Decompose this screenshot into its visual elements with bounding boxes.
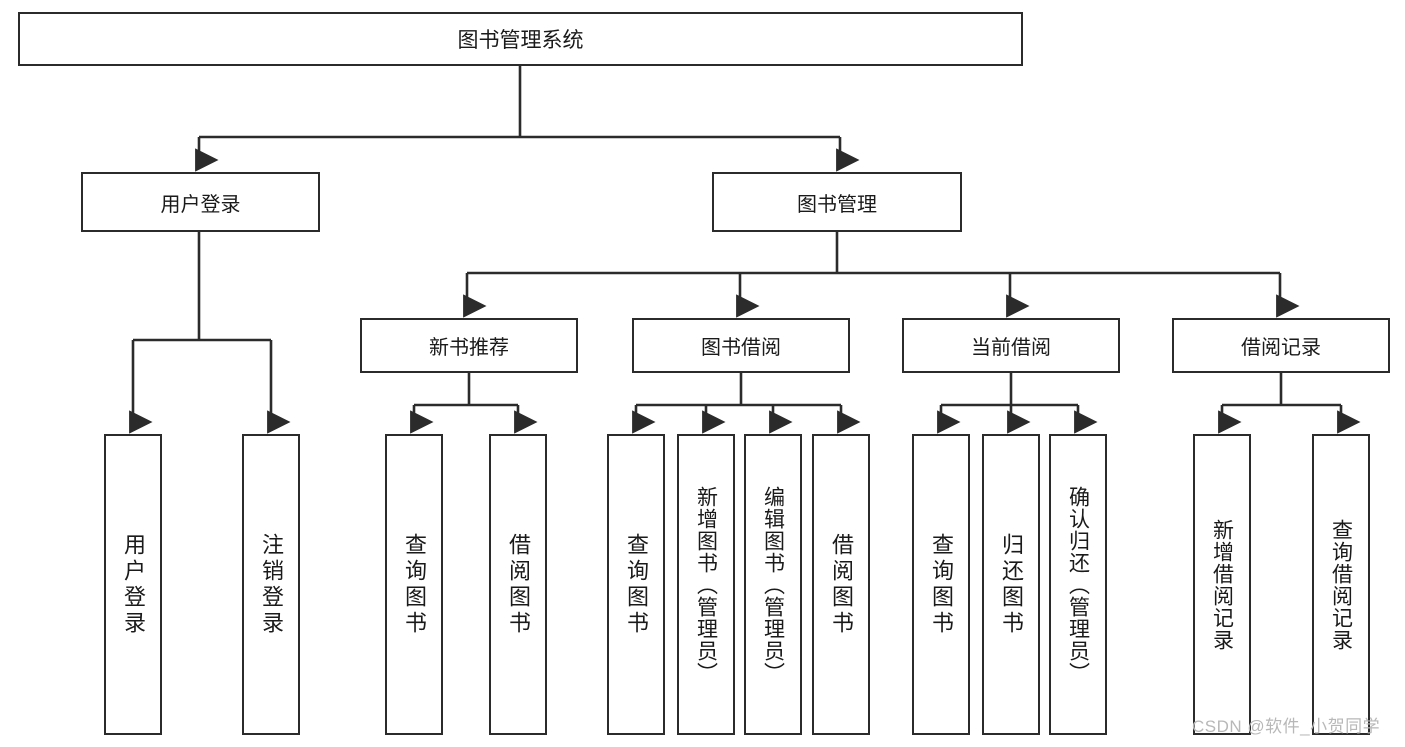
node-leaf-query-book-3[interactable]: 查询图书 [912, 434, 970, 735]
node-current-borrow-label: 当前借阅 [971, 337, 1051, 359]
node-leaf-confirm-return-label: 确认归还（管理员） [1066, 485, 1090, 684]
node-new-book-recommend-label: 新书推荐 [429, 337, 509, 359]
node-leaf-query-record[interactable]: 查询借阅记录 [1312, 434, 1370, 735]
node-root-label: 图书管理系统 [457, 29, 584, 52]
node-leaf-query-record-label: 查询借阅记录 [1329, 518, 1353, 651]
node-leaf-edit-book[interactable]: 编辑图书（管理员） [744, 434, 802, 735]
node-current-borrow[interactable]: 当前借阅 [902, 318, 1120, 373]
node-leaf-user-login-label: 用户登录 [121, 532, 146, 637]
node-book-management-label: 图书管理 [797, 193, 877, 216]
node-leaf-add-book-label: 新增图书（管理员） [694, 485, 718, 684]
node-borrow-record-label: 借阅记录 [1241, 337, 1321, 359]
node-leaf-query-book-3-label: 查询图书 [929, 532, 954, 637]
node-book-borrow-label: 图书借阅 [701, 337, 781, 359]
node-leaf-add-book[interactable]: 新增图书（管理员） [677, 434, 735, 735]
node-new-book-recommend[interactable]: 新书推荐 [360, 318, 578, 373]
node-leaf-borrow-book-1-label: 借阅图书 [506, 532, 531, 637]
node-leaf-edit-book-label: 编辑图书（管理员） [761, 485, 785, 684]
node-leaf-borrow-book-2-label: 借阅图书 [829, 532, 854, 637]
node-leaf-query-book-2[interactable]: 查询图书 [607, 434, 665, 735]
node-leaf-borrow-book-1[interactable]: 借阅图书 [489, 434, 547, 735]
node-leaf-query-book-1-label: 查询图书 [402, 532, 427, 637]
node-leaf-borrow-book-2[interactable]: 借阅图书 [812, 434, 870, 735]
node-book-borrow[interactable]: 图书借阅 [632, 318, 850, 373]
node-leaf-logout-login-label: 注销登录 [259, 532, 284, 637]
node-user-login[interactable]: 用户登录 [81, 172, 320, 232]
node-root[interactable]: 图书管理系统 [18, 12, 1023, 66]
node-leaf-logout-login[interactable]: 注销登录 [242, 434, 300, 735]
node-leaf-confirm-return[interactable]: 确认归还（管理员） [1049, 434, 1107, 735]
node-leaf-add-record-label: 新增借阅记录 [1210, 518, 1234, 651]
csdn-watermark: CSDN @软件_小贺同学 [1192, 717, 1381, 736]
node-leaf-return-book[interactable]: 归还图书 [982, 434, 1040, 735]
node-leaf-add-record[interactable]: 新增借阅记录 [1193, 434, 1251, 735]
node-leaf-user-login[interactable]: 用户登录 [104, 434, 162, 735]
node-leaf-return-book-label: 归还图书 [999, 532, 1024, 637]
node-borrow-record[interactable]: 借阅记录 [1172, 318, 1390, 373]
node-user-login-label: 用户登录 [160, 193, 241, 216]
node-leaf-query-book-2-label: 查询图书 [624, 532, 649, 637]
node-leaf-query-book-1[interactable]: 查询图书 [385, 434, 443, 735]
node-book-management[interactable]: 图书管理 [712, 172, 962, 232]
